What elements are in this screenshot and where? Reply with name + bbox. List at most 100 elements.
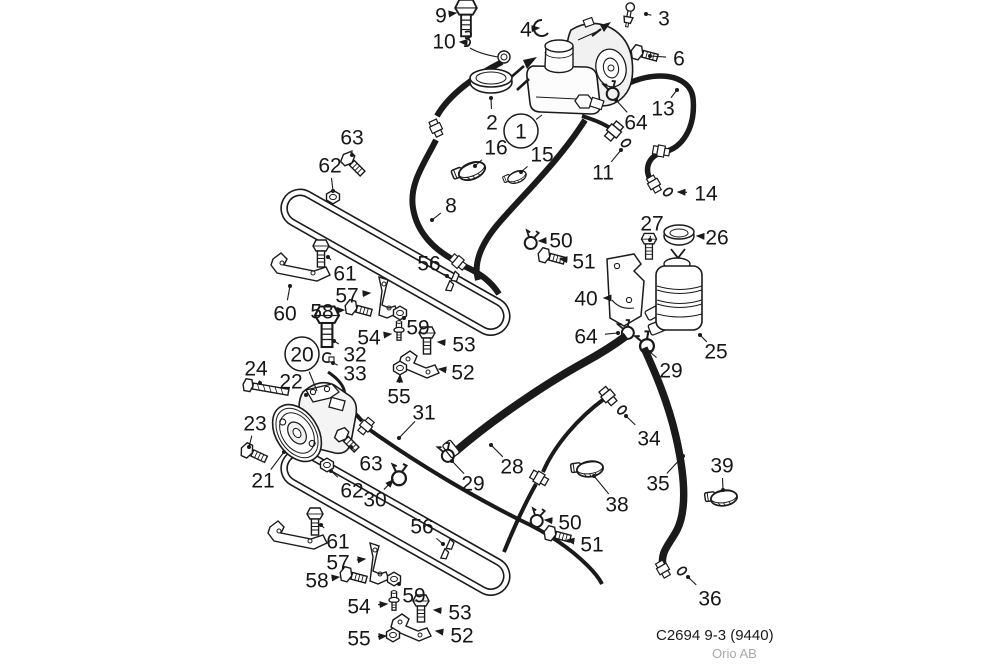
o-ring-icon (615, 403, 629, 417)
pipe-fitting-icon (427, 117, 446, 139)
valve-icon (621, 1, 637, 29)
callout-33: 33 (343, 363, 366, 386)
bolt-icon (237, 440, 270, 467)
callout-63: 63 (340, 127, 363, 150)
callout-52: 52 (450, 625, 473, 648)
pipe-fitting-icon (602, 119, 626, 144)
callout-36: 36 (698, 588, 721, 611)
callout-58: 58 (310, 301, 333, 324)
callout-61: 61 (326, 531, 349, 554)
pressure-hose-13 (617, 73, 697, 184)
callout-31: 31 (412, 402, 435, 425)
bolt-icon (628, 43, 660, 66)
clamp-icon (501, 167, 529, 189)
cooler-return-pipe-34 (502, 397, 606, 553)
callout-39: 39 (710, 455, 733, 478)
nut-icon (392, 360, 408, 376)
callout-27: 27 (640, 213, 663, 236)
supply-hose-28 (442, 332, 629, 459)
callout-54: 54 (347, 596, 371, 619)
clamp-icon (569, 458, 606, 481)
return-hose-35 (640, 346, 688, 567)
clamp-icon (703, 487, 740, 510)
callout-62: 62 (318, 155, 341, 178)
callout-59: 59 (402, 585, 425, 608)
callout-8: 8 (445, 195, 457, 218)
callout-52: 52 (451, 362, 474, 385)
callout-50: 50 (549, 230, 572, 253)
o-ring-icon (532, 18, 549, 37)
callout-64: 64 (574, 326, 598, 349)
pump-assembly-top (497, 16, 634, 115)
callout-30: 30 (363, 489, 386, 512)
callout-55: 55 (347, 628, 370, 651)
callout-21: 21 (251, 470, 274, 493)
nut-icon (385, 627, 401, 643)
callout-4: 4 (520, 19, 532, 42)
callout-29: 29 (461, 473, 484, 496)
callout-16: 16 (484, 137, 507, 160)
callout-58: 58 (305, 570, 328, 593)
callout-34: 34 (637, 428, 661, 451)
callout-35: 35 (646, 473, 669, 496)
o-ring-icon (675, 564, 689, 578)
callout-55: 55 (387, 386, 410, 409)
callout-60: 60 (273, 303, 296, 326)
reservoir-cap-2 (469, 68, 513, 94)
callout-63: 63 (359, 453, 382, 476)
callout-1: 1 (515, 121, 527, 144)
callout-62: 62 (340, 480, 363, 503)
callout-22: 22 (279, 371, 302, 394)
callout-56: 56 (417, 253, 440, 276)
callout-circle-20 (284, 336, 320, 372)
return-hose-8 (409, 59, 504, 296)
bracket-57-upper (378, 275, 399, 319)
bolt-icon (312, 239, 330, 268)
callout-29: 29 (659, 360, 682, 383)
leader-lines (247, 10, 725, 641)
callout-9: 9 (435, 5, 447, 28)
callout-51: 51 (572, 251, 595, 274)
callout-10: 10 (432, 31, 455, 54)
power-steering-pump-21 (271, 381, 358, 463)
bracket-60-lower (267, 520, 328, 550)
callout-28: 28 (500, 456, 523, 479)
lower-cooler-pipe-loop (280, 448, 511, 596)
callout-59: 59 (406, 317, 429, 340)
pipe-fitting-icon (528, 468, 551, 489)
reservoir-25 (644, 224, 703, 336)
callout-24: 24 (244, 358, 268, 381)
suction-hose (473, 118, 588, 281)
callout-53: 53 (452, 334, 475, 357)
callout-64: 64 (624, 112, 648, 135)
callout-circle-1 (503, 113, 539, 149)
pipe-fitting-icon (653, 558, 673, 580)
clamp-icon (522, 228, 540, 251)
callout-54: 54 (357, 327, 381, 350)
clip-icon (322, 352, 335, 363)
clip-wire-line (469, 47, 499, 58)
drawing-number: C2694 9-3 (9440) (656, 627, 774, 644)
stud-icon (388, 589, 400, 611)
clamp-icon (449, 157, 489, 188)
callout-53: 53 (448, 602, 471, 625)
callout-56: 56 (410, 516, 433, 539)
bracket-60-upper (270, 252, 331, 282)
bolt-icon (640, 232, 658, 260)
callout-15: 15 (530, 144, 553, 167)
reservoir-bracket-40 (606, 253, 645, 327)
stud-icon (393, 319, 405, 341)
o-ring-icon (661, 185, 675, 199)
callout-23: 23 (243, 413, 266, 436)
callout-2: 2 (486, 112, 498, 135)
callout-57: 57 (326, 552, 349, 575)
callout-3: 3 (658, 8, 670, 31)
brand-name: Orio AB (712, 646, 757, 661)
callout-26: 26 (705, 227, 728, 250)
bolt-icon (306, 507, 324, 536)
callout-40: 40 (574, 288, 597, 311)
callout-57: 57 (335, 285, 358, 308)
